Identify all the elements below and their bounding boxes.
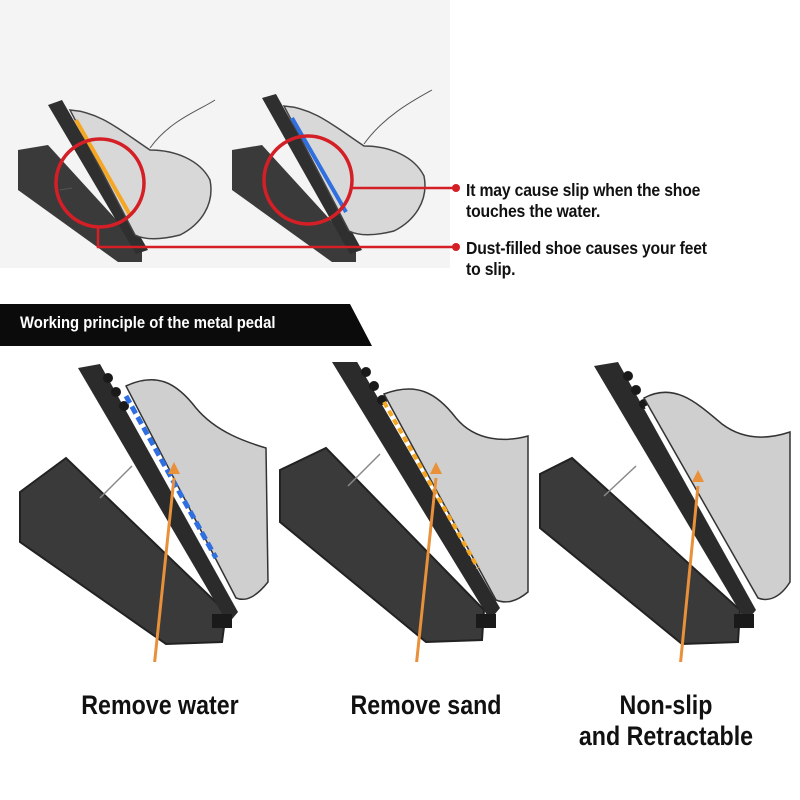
orange-pointer-arrow [153, 477, 176, 662]
caption-remove-water: Remove water [57, 690, 263, 721]
caption-line: Remove sand [350, 690, 502, 720]
caption-non-slip: Non-slip and Retractable [571, 690, 760, 752]
caption-line: and Retractable [578, 721, 754, 751]
caption-line: Non-slip [619, 690, 713, 720]
problem-illustration [18, 89, 460, 262]
problem-illustration-panel [0, 0, 800, 300]
pedal-illustration-remove-water [16, 362, 278, 662]
callout-line: touches the water. [466, 201, 601, 221]
callout-dust-slip: Dust-filled shoe causes your feet to sli… [466, 238, 763, 280]
callout-line: Dust-filled shoe causes your feet [466, 238, 707, 258]
caption-remove-sand: Remove sand [323, 690, 529, 721]
caption-line: Remove water [81, 690, 239, 720]
red-circle-highlight [262, 134, 354, 226]
orange-pointer-arrow [415, 477, 438, 662]
pedal-illustration-non-slip [536, 362, 798, 662]
callout-leader-line [96, 226, 454, 249]
red-circle-highlight [54, 137, 146, 229]
section-title: Working principle of the metal pedal [20, 314, 276, 332]
callout-line: to slip. [466, 259, 516, 279]
section-banner: Working principle of the metal pedal [0, 304, 372, 346]
callout-line: It may cause slip when the shoe [466, 180, 701, 200]
callout-water-slip: It may cause slip when the shoe touches … [466, 180, 763, 222]
orange-pointer-arrow [679, 485, 700, 662]
pedal-illustration-remove-sand [276, 362, 538, 662]
pedal-illustration-sand [18, 99, 216, 262]
pedal-illustration-water [232, 89, 433, 262]
